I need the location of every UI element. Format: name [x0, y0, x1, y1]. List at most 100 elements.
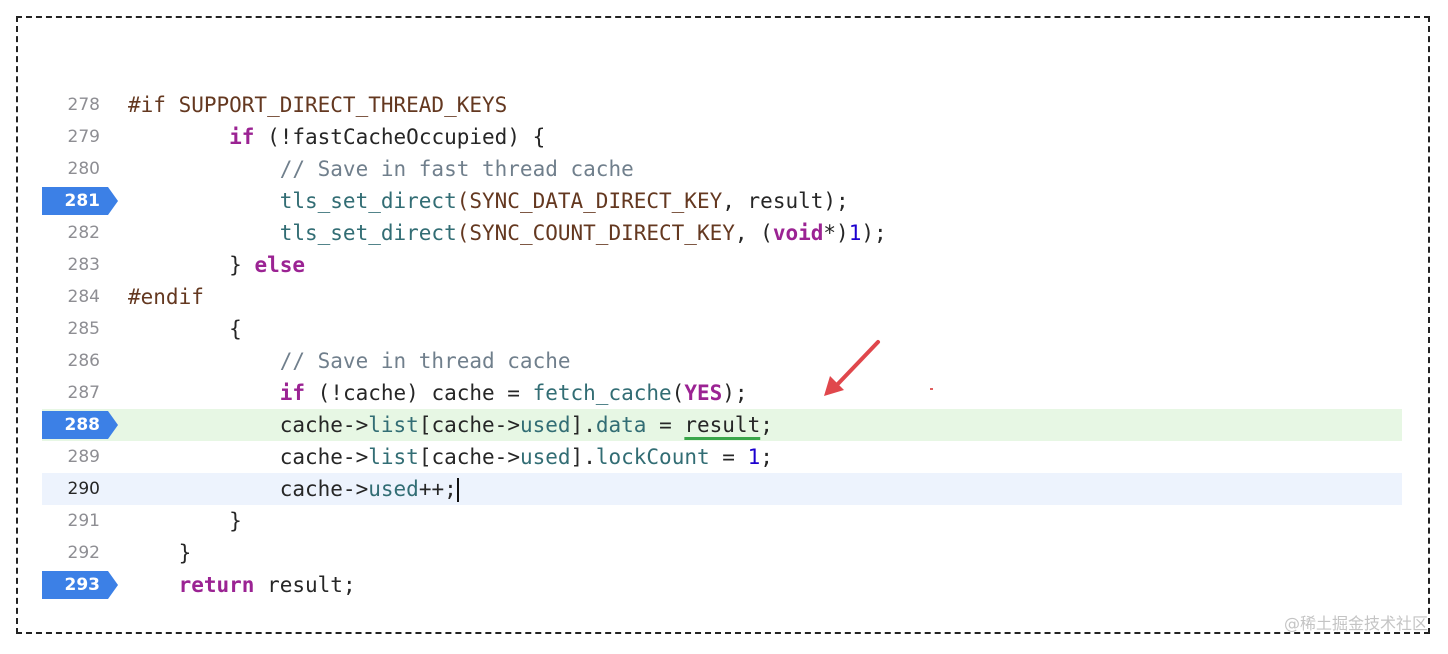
indent [128, 189, 280, 213]
code-line[interactable]: 287 if (!cache) cache = fetch_cache(YES)… [42, 377, 1402, 409]
line-number[interactable]: 283 [67, 255, 100, 275]
code-editor[interactable]: 278 #if SUPPORT_DIRECT_THREAD_KEYS 279 if … [42, 89, 1402, 601]
indent [128, 125, 229, 149]
code-token: #endif [128, 285, 204, 309]
indent [128, 509, 229, 533]
code-text: cache->used++; [128, 473, 459, 505]
breakpoint-marker[interactable] [42, 571, 118, 599]
line-number[interactable]: 285 [67, 319, 100, 339]
code-line[interactable]: 279 if (!fastCacheOccupied) { [42, 121, 1402, 153]
indent [128, 349, 280, 373]
line-number[interactable]: 291 [67, 511, 100, 531]
code-token: (SYNC_DATA_DIRECT_KEY [456, 189, 723, 213]
code-token: 1 [747, 445, 761, 469]
code-token: else [254, 253, 306, 277]
indent [128, 445, 280, 469]
code-line[interactable]: 278 #if SUPPORT_DIRECT_THREAD_KEYS [42, 89, 1402, 121]
code-token: ); [861, 221, 887, 245]
indent [128, 157, 280, 181]
indent [128, 317, 229, 341]
line-number[interactable]: 278 [67, 95, 100, 115]
code-token: ++; [418, 477, 457, 501]
code-token: result; [254, 573, 356, 597]
code-line[interactable]: 293 return result; [42, 569, 1402, 601]
code-token: // Save in fast thread cache [279, 157, 634, 181]
line-number[interactable]: 293 [64, 575, 101, 595]
indent [128, 381, 280, 405]
code-token: result [684, 413, 761, 437]
code-text: } else [128, 249, 305, 281]
code-token: tls_set_direct [279, 189, 457, 213]
code-line[interactable]: 291 } [42, 505, 1402, 537]
code-token: (!cache) cache = [305, 381, 533, 405]
code-token: { [229, 317, 242, 341]
breakpoint-marker[interactable] [42, 187, 118, 215]
indent [128, 541, 179, 565]
line-number[interactable]: 290 [67, 479, 100, 499]
code-token: ); [722, 381, 748, 405]
code-token: ; [760, 413, 773, 437]
line-number[interactable]: 282 [67, 223, 100, 243]
code-text: } [128, 537, 192, 569]
code-text: // Save in fast thread cache [128, 153, 634, 185]
line-number[interactable]: 292 [67, 543, 100, 563]
code-token: } [178, 541, 192, 565]
code-token: ]. [570, 413, 596, 437]
line-number[interactable]: 284 [67, 287, 100, 307]
code-line[interactable]: 288 cache->list[cache->used].data = resu… [42, 409, 1402, 441]
code-token: cache-> [279, 477, 369, 501]
indent [128, 413, 280, 437]
code-token: , ( [734, 221, 773, 245]
code-token: return [178, 573, 255, 597]
code-token: void [772, 221, 824, 245]
code-text: } [128, 505, 242, 537]
code-token: used [519, 445, 571, 469]
code-token: = [709, 445, 748, 469]
watermark: @稀土掘金技术社区 [1283, 614, 1428, 633]
code-text: return result; [128, 569, 356, 601]
line-number[interactable]: 289 [67, 447, 100, 467]
code-token: list [368, 445, 419, 469]
code-token: tls_set_direct [279, 221, 457, 245]
line-number[interactable]: 279 [67, 127, 100, 147]
code-line[interactable]: 282 tls_set_direct(SYNC_COUNT_DIRECT_KEY… [42, 217, 1402, 249]
breakpoint-marker[interactable] [42, 411, 118, 439]
code-line[interactable]: 286 // Save in thread cache [42, 345, 1402, 377]
code-line[interactable]: 280 // Save in fast thread cache [42, 153, 1402, 185]
code-text: tls_set_direct(SYNC_DATA_DIRECT_KEY, res… [128, 185, 849, 217]
code-token: list [368, 413, 419, 437]
code-line[interactable]: 285 { [42, 313, 1402, 345]
code-line[interactable]: 284 #endif [42, 281, 1402, 313]
text-cursor [456, 478, 459, 502]
code-token: // Save in thread cache [279, 349, 571, 373]
code-token: used [368, 477, 419, 501]
indent [128, 573, 179, 597]
line-number[interactable]: 280 [67, 159, 100, 179]
code-text: if (!fastCacheOccupied) { [128, 121, 545, 153]
code-token: } [229, 509, 242, 533]
line-number[interactable]: 281 [64, 191, 101, 211]
line-number[interactable]: 286 [67, 351, 100, 371]
code-token: ( [671, 381, 685, 405]
indent [128, 221, 280, 245]
indent [128, 253, 229, 277]
code-line[interactable]: 290 cache->used++; [42, 473, 1402, 505]
code-line[interactable]: 281 tls_set_direct(SYNC_DATA_DIRECT_KEY,… [42, 185, 1402, 217]
code-line[interactable]: 292 } [42, 537, 1402, 569]
code-line[interactable]: 283 } else [42, 249, 1402, 281]
dashed-frame [16, 16, 1430, 634]
code-token: if [279, 381, 306, 405]
code-token: ; [760, 445, 773, 469]
code-token: [cache-> [418, 413, 520, 437]
code-token: YES [684, 381, 723, 405]
code-token: #if SUPPORT_DIRECT_THREAD_KEYS [128, 93, 508, 117]
indent [128, 477, 280, 501]
code-line[interactable]: 289 cache->list[cache->used].lockCount =… [42, 441, 1402, 473]
line-number[interactable]: 288 [64, 415, 101, 435]
red-arrow-annotation [824, 340, 880, 396]
line-number[interactable]: 287 [67, 383, 100, 403]
code-text: if (!cache) cache = fetch_cache(YES); [128, 377, 748, 409]
code-token: = [646, 413, 685, 437]
code-token: lockCount [595, 445, 710, 469]
code-text: { [128, 313, 242, 345]
